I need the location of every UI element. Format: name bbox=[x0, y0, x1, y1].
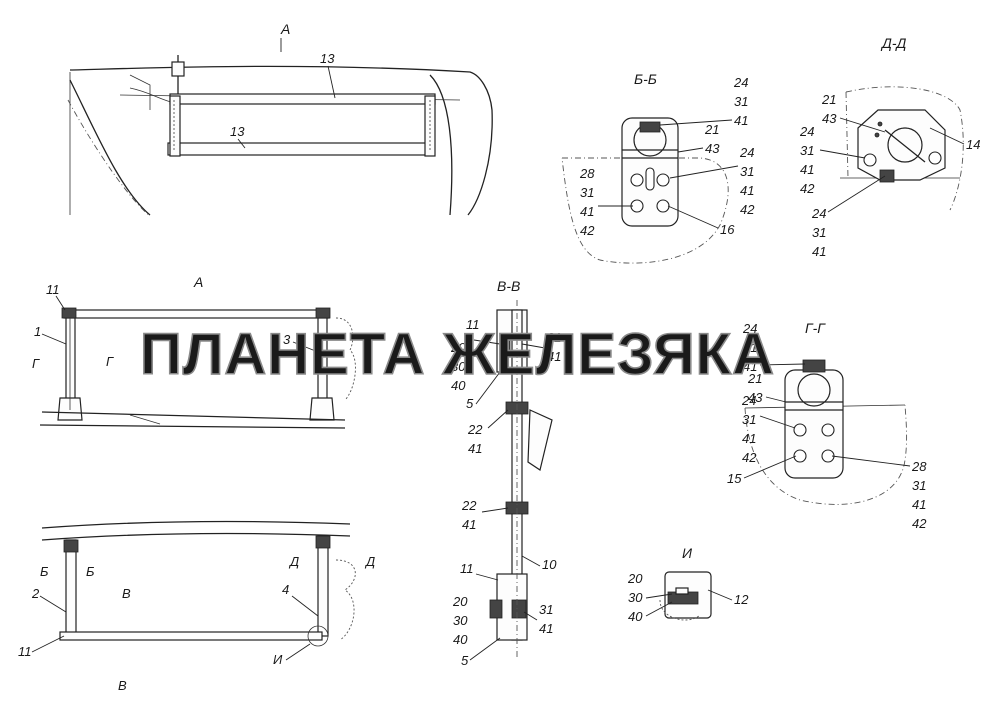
bb-rs-31: 31 bbox=[740, 164, 754, 179]
bb-rs-41: 41 bbox=[740, 183, 754, 198]
bottom-section-d-right: Д bbox=[364, 554, 375, 569]
bb-rt-24: 24 bbox=[733, 75, 748, 90]
bottom-detail-i: И bbox=[273, 652, 283, 667]
bottom-section-b-right: Б bbox=[86, 564, 95, 579]
dd-lt-21: 21 bbox=[821, 92, 836, 107]
bb-bracket bbox=[561, 117, 729, 264]
bottom-section-b-left: Б bbox=[40, 564, 49, 579]
gg-bracket bbox=[744, 359, 908, 505]
dd-right-14: 14 bbox=[966, 137, 980, 152]
gg-right-42: 42 bbox=[912, 516, 927, 531]
i-detail bbox=[659, 571, 712, 621]
gg-mid-21: 21 bbox=[747, 371, 762, 386]
dd-lm-42: 42 bbox=[800, 181, 815, 196]
dd-lm-41: 41 bbox=[800, 162, 814, 177]
bb-left-28: 28 bbox=[579, 166, 595, 181]
dd-b-31: 31 bbox=[812, 225, 826, 240]
top-callout-13a: 13 bbox=[320, 51, 335, 66]
vv-tl-30: 30 bbox=[451, 359, 466, 374]
bb-rs-42: 42 bbox=[740, 202, 755, 217]
bb-bottom-16: 16 bbox=[720, 222, 735, 237]
bb-left-41: 41 bbox=[580, 204, 594, 219]
bottom-section-d-left: Д bbox=[288, 554, 299, 569]
vv-bl-5: 5 bbox=[461, 653, 469, 668]
vv-m-22b: 22 bbox=[461, 498, 477, 513]
top-view-arrow-label: А bbox=[280, 21, 290, 37]
gg-right-28: 28 bbox=[911, 459, 927, 474]
top-view bbox=[67, 55, 493, 217]
vv-tl-40: 40 bbox=[451, 378, 466, 393]
gg-mid-43: 43 bbox=[748, 390, 763, 405]
vv-right-10: 10 bbox=[542, 557, 557, 572]
gg-top-24: 24 bbox=[742, 321, 757, 336]
a-callout-1: 1 bbox=[34, 324, 41, 339]
bb-title: Б-Б bbox=[634, 71, 657, 87]
bb-rm-21: 21 bbox=[704, 122, 719, 137]
gg-top-31: 31 bbox=[743, 340, 757, 355]
dd-lm-31: 31 bbox=[800, 143, 814, 158]
gg-left-24: 24 bbox=[741, 393, 756, 408]
dd-lm-24: 24 bbox=[799, 124, 814, 139]
i-left-20: 20 bbox=[627, 571, 643, 586]
dd-title: Д-Д bbox=[880, 35, 907, 51]
vv-bl-40: 40 bbox=[453, 632, 468, 647]
a-callout-11: 11 bbox=[46, 282, 60, 297]
a-view-frame bbox=[39, 307, 356, 429]
bottom-view-frame bbox=[41, 520, 356, 647]
bb-left-42: 42 bbox=[580, 223, 595, 238]
gg-left-41: 41 bbox=[742, 431, 756, 446]
gg-left-31: 31 bbox=[742, 412, 756, 427]
i-title: И bbox=[682, 545, 693, 561]
vv-br-31: 31 bbox=[539, 602, 553, 617]
i-left-30: 30 bbox=[628, 590, 643, 605]
vv-tr-31: 31 bbox=[547, 330, 561, 345]
vv-m-41a: 41 bbox=[468, 441, 482, 456]
vv-title: В-В bbox=[497, 278, 520, 294]
gg-right-31: 31 bbox=[912, 478, 926, 493]
bottom-section-v-top: В bbox=[122, 586, 131, 601]
bottom-callout-2: 2 bbox=[31, 586, 40, 601]
gg-right-41: 41 bbox=[912, 497, 926, 512]
i-left-40: 40 bbox=[628, 609, 643, 624]
bb-rs-24: 24 bbox=[739, 145, 754, 160]
vv-tl-20: 20 bbox=[450, 340, 466, 355]
bottom-callout-4: 4 bbox=[282, 582, 289, 597]
dd-bracket bbox=[840, 86, 964, 211]
gg-title: Г-Г bbox=[805, 320, 826, 336]
a-title: А bbox=[193, 274, 203, 290]
vv-m-22a: 22 bbox=[467, 422, 483, 437]
vv-m-41b: 41 bbox=[462, 517, 476, 532]
a-callout-3: 3 bbox=[283, 332, 291, 347]
bb-rt-41: 41 bbox=[734, 113, 748, 128]
a-section-g-left: Г bbox=[32, 356, 40, 371]
vv-tl-11: 11 bbox=[466, 317, 480, 332]
bottom-section-v-bottom: В bbox=[118, 678, 127, 693]
bb-left-31: 31 bbox=[580, 185, 594, 200]
gg-bottom-15: 15 bbox=[727, 471, 742, 486]
vv-bl-20: 20 bbox=[452, 594, 468, 609]
vv-bl-11: 11 bbox=[460, 561, 474, 576]
vv-bl-30: 30 bbox=[453, 613, 468, 628]
top-callout-13b: 13 bbox=[230, 124, 245, 139]
dd-lt-43: 43 bbox=[822, 111, 837, 126]
watermark-text: ПЛАНЕТА ЖЕЛЕЗЯКА bbox=[140, 322, 775, 387]
bb-rt-31: 31 bbox=[734, 94, 748, 109]
vv-br-41: 41 bbox=[539, 621, 553, 636]
vv-tl-5: 5 bbox=[466, 396, 474, 411]
dd-b-24: 24 bbox=[811, 206, 826, 221]
a-section-g-right: Г bbox=[106, 354, 114, 369]
gg-top-41: 41 bbox=[743, 359, 757, 374]
vv-tr-41: 41 bbox=[547, 349, 561, 364]
i-right-12: 12 bbox=[734, 592, 749, 607]
bottom-callout-11: 11 bbox=[18, 644, 32, 659]
gg-left-42: 42 bbox=[742, 450, 757, 465]
bb-rm-43: 43 bbox=[705, 141, 720, 156]
dd-b-41: 41 bbox=[812, 244, 826, 259]
vv-strut bbox=[489, 300, 553, 660]
